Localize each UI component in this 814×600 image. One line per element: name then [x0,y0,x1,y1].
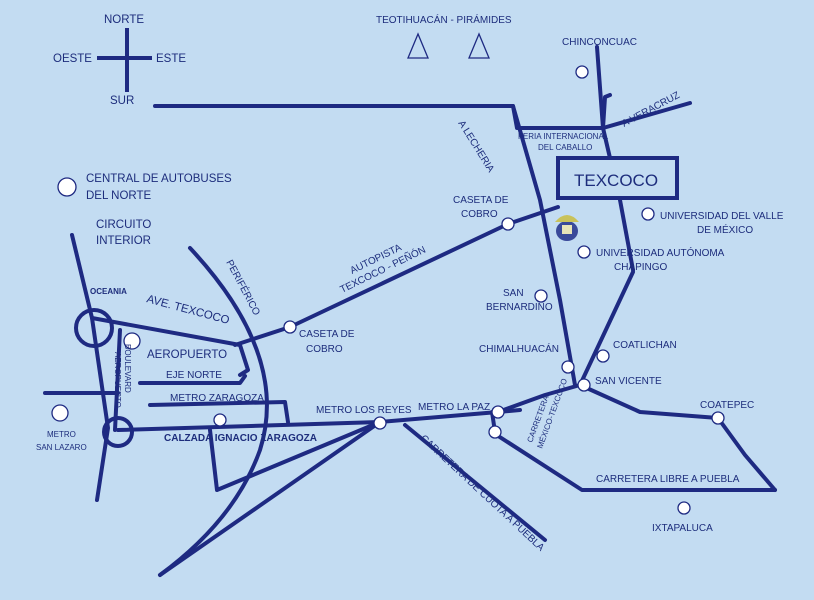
emblem-top [555,215,579,222]
chapingo-label-2: CHAPINGO [614,262,668,273]
uvm-label-2: DE MÉXICO [697,223,753,236]
chapingo-emblem-icon [555,215,579,241]
road-periferico [158,246,269,577]
road-autopista-texcoco-penon [233,205,560,347]
feria-label: FERIA INTERNACIONAL [518,132,609,141]
metro-los-reyes-label: METRO LOS REYES [316,405,412,416]
coatlichan-label: COATLICHAN [613,340,677,351]
teotihuacan-label: TEOTIHUACÁN - PIRÁMIDES [376,13,512,26]
road-eje-norte [138,374,247,385]
central-label-2: DEL NORTE [86,190,152,202]
metro-la-paz-node [491,405,505,419]
compass-west: OESTE [53,53,92,65]
boulevard-label-1: BOULEVARD [123,344,132,393]
caseta-sur-node [283,320,297,334]
road-carretera-mexico-texcoco [496,270,635,414]
metro-san-lazaro-node [51,404,69,422]
chimalhuacan-label: CHIMALHUACÁN [479,342,559,355]
teotihuacan-landmark: TEOTIHUACÁN - PIRÁMIDES [376,13,512,59]
uvm-label-1: UNIVERSIDAD DEL VALLE [660,211,784,222]
road-southwest-out [158,420,382,577]
road-carretera-cuota-puebla [403,423,547,542]
san-vicente-label: SAN VICENTE [595,376,662,387]
aeropuerto-label: AEROPUERTO [147,349,227,361]
aeropuerto-node [123,332,141,350]
coatlichan-node [596,349,610,363]
chinconcuac-label: CHINCONCUAC [562,37,637,48]
road-carretera-libre-puebla [490,430,777,492]
san-bernardino-node [534,289,548,303]
central-autobuses-node [57,177,77,197]
carretera-junction-node [488,425,502,439]
metro-zaragoza-node [213,413,227,427]
caseta-norte-label-1: CASETA DE [453,195,509,206]
ixtapaluca-label: IXTAPALUCA [652,523,713,534]
texcoco-label: TEXCOCO [574,171,658,190]
road-northern-highway [153,93,612,130]
road-a-veracruz [601,101,692,130]
circuito-label-1: CIRCUITO [96,219,151,231]
caseta-norte-label-2: COBRO [461,209,498,220]
compass-south: SUR [110,95,134,107]
chimalhuacan-node [561,360,575,374]
road-metro-zaragoza [148,400,290,424]
road-chapingo-connector [618,198,635,272]
boulevard-label-2: AEROPUERTO [113,352,122,408]
metro-san-lazaro-label-1: METRO [47,430,76,439]
san-vicente-node [577,378,591,392]
metro-la-paz-label: METRO LA PAZ [418,402,490,413]
texcoco-city: TEXCOCO [556,156,679,200]
chapingo-node [577,245,591,259]
compass: NORTE SUR OESTE ESTE [53,14,186,107]
uvm-node [641,207,655,221]
metro-los-reyes-node [373,416,387,430]
ixtapaluca-node [677,501,691,515]
road-chinconcuac [595,45,612,160]
caseta-sur-label-2: COBRO [306,344,343,355]
circuito-label-2: INTERIOR [96,235,151,247]
coatepec-label: COATEPEC [700,400,754,411]
emblem-center [562,225,572,234]
metro-san-lazaro-label-2: SAN LAZARO [36,443,87,452]
carretera-libre-label: CARRETERA LIBRE A PUEBLA [596,474,740,485]
san-bernardino-label-2: BERNARDINO [486,302,553,313]
caseta-norte-node [501,217,515,231]
compass-east: ESTE [156,53,186,65]
road-a-lecheria [511,104,577,387]
metro-zaragoza-label: METRO ZARAGOZA [170,393,264,404]
eje-norte-label: EJE NORTE [166,370,222,381]
central-label-1: CENTRAL DE AUTOBUSES [86,173,232,185]
oceania-label: OCEANIA [90,287,127,296]
compass-north: NORTE [104,14,144,26]
zaragoza-interchange [102,416,134,448]
caseta-sur-label-1: CASETA DE [299,329,355,340]
coatepec-node [711,411,725,425]
chinconcuac-node [575,65,589,79]
map-nodes [51,65,725,515]
texcoco-box [556,156,679,200]
calzada-label: CALZADA IGNACIO ZARAGOZA [164,433,317,444]
oceania-interchange [74,308,114,348]
pyramid-icon [468,32,490,59]
pyramid-icon [407,32,429,59]
road-zaragoza-south-loop [208,420,382,492]
caballo-label: DEL CABALLO [538,143,592,152]
road-boulevard-aeropuerto [113,328,122,432]
road-circuito-interior [70,233,110,502]
san-bernardino-label-1: SAN [503,288,524,299]
road-calzada-zaragoza [116,408,522,432]
chapingo-label-1: UNIVERSIDAD AUTÓNOMA [596,246,725,259]
road-ave-texcoco [90,316,250,377]
